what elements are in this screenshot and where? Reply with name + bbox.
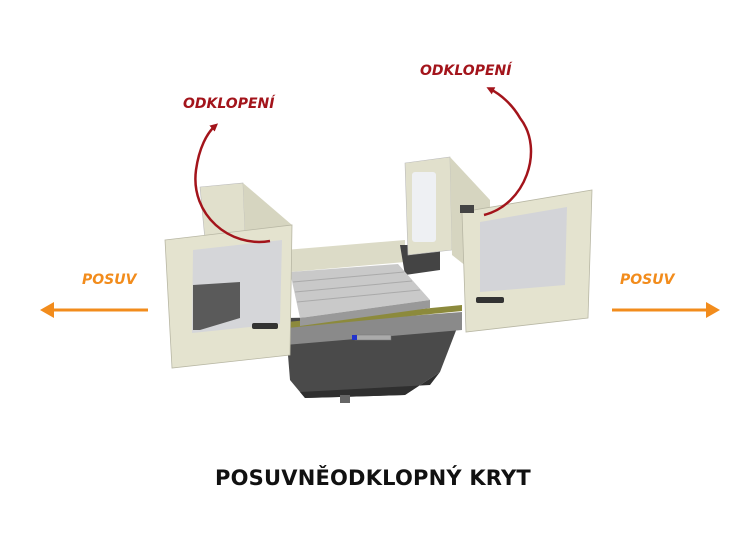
slide-label-right: POSUV — [620, 272, 675, 288]
slide-label-left: POSUV — [82, 272, 137, 288]
diagram-title: POSUVNĚODKLOPNÝ KRYT — [215, 466, 531, 490]
machine-table — [290, 264, 430, 341]
tilt-label-right: ODKLOPENÍ — [420, 63, 512, 79]
tilt-label-left: ODKLOPENÍ — [183, 96, 275, 112]
right-sliding-door — [460, 189, 593, 333]
machine-base — [285, 305, 462, 403]
left-sliding-door — [164, 224, 293, 369]
slide-arrow-left — [40, 302, 148, 318]
slide-arrow-right — [612, 302, 720, 318]
tilt-arrow-right — [483, 87, 533, 217]
tilt-arrow-left — [194, 123, 271, 244]
